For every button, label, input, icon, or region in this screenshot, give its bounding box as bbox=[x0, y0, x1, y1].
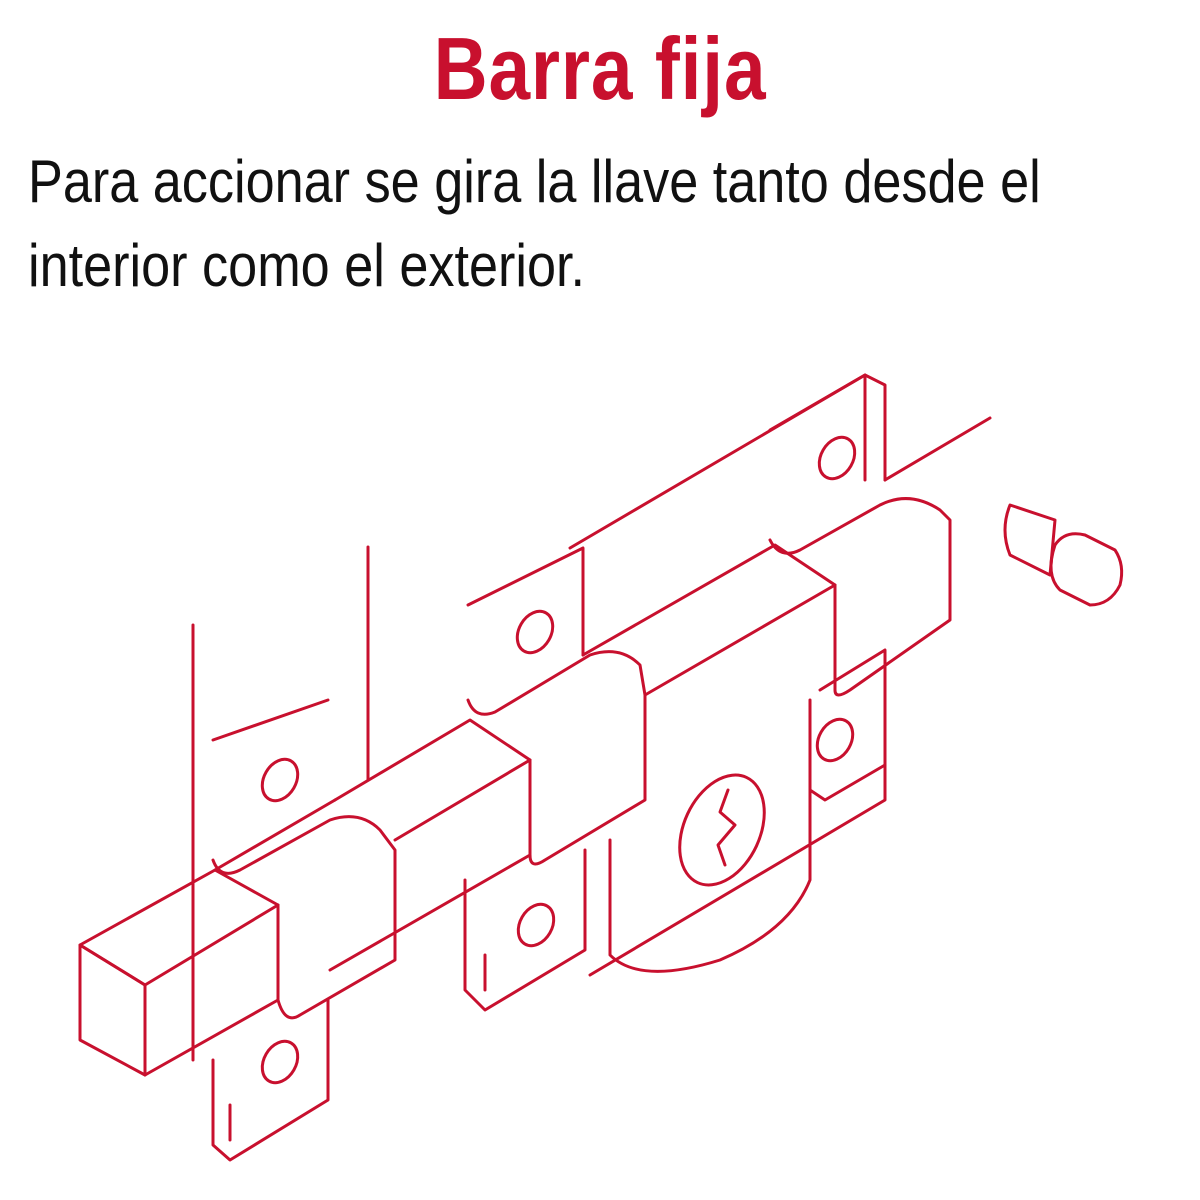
screw-hole bbox=[815, 717, 855, 763]
bar-side bbox=[143, 903, 280, 1077]
screw-hole bbox=[817, 435, 857, 481]
mid-plate-front bbox=[466, 546, 585, 657]
knob-head bbox=[1049, 532, 1124, 607]
screw-hole bbox=[515, 609, 555, 655]
knob bbox=[1003, 503, 1057, 577]
bottom-plate bbox=[211, 998, 330, 1162]
strap-left bbox=[211, 815, 397, 1020]
keyhole-housing bbox=[608, 788, 812, 973]
strap-mid-top bbox=[581, 543, 837, 697]
page-title: Barra fija bbox=[433, 19, 767, 118]
strap-right bbox=[768, 497, 952, 697]
lower-plate bbox=[463, 848, 587, 1012]
right-plate bbox=[768, 373, 867, 482]
strap-mid bbox=[466, 650, 647, 866]
description: Para accionar se gira la llave tanto des… bbox=[28, 140, 1041, 308]
lock-body-top bbox=[568, 373, 887, 550]
description-line-1: Para accionar se gira la llave tanto des… bbox=[28, 148, 1041, 215]
screw-hole bbox=[260, 757, 300, 803]
bar-top-edge bbox=[213, 798, 337, 872]
description-line-2: interior como el exterior. bbox=[28, 232, 586, 299]
keyhole-slot bbox=[716, 788, 737, 867]
bar-top-edge-rear bbox=[883, 416, 992, 482]
strap-left-top bbox=[333, 718, 532, 842]
bar-bottom-edge bbox=[328, 853, 532, 972]
right-lower-plate bbox=[808, 698, 887, 802]
screw-hole bbox=[260, 1039, 300, 1085]
bar-end-top bbox=[78, 868, 280, 987]
left-plate-front bbox=[211, 698, 330, 742]
lock-body-lower bbox=[588, 648, 887, 977]
screw-hole bbox=[516, 902, 556, 948]
keyhole-icon bbox=[678, 773, 766, 887]
